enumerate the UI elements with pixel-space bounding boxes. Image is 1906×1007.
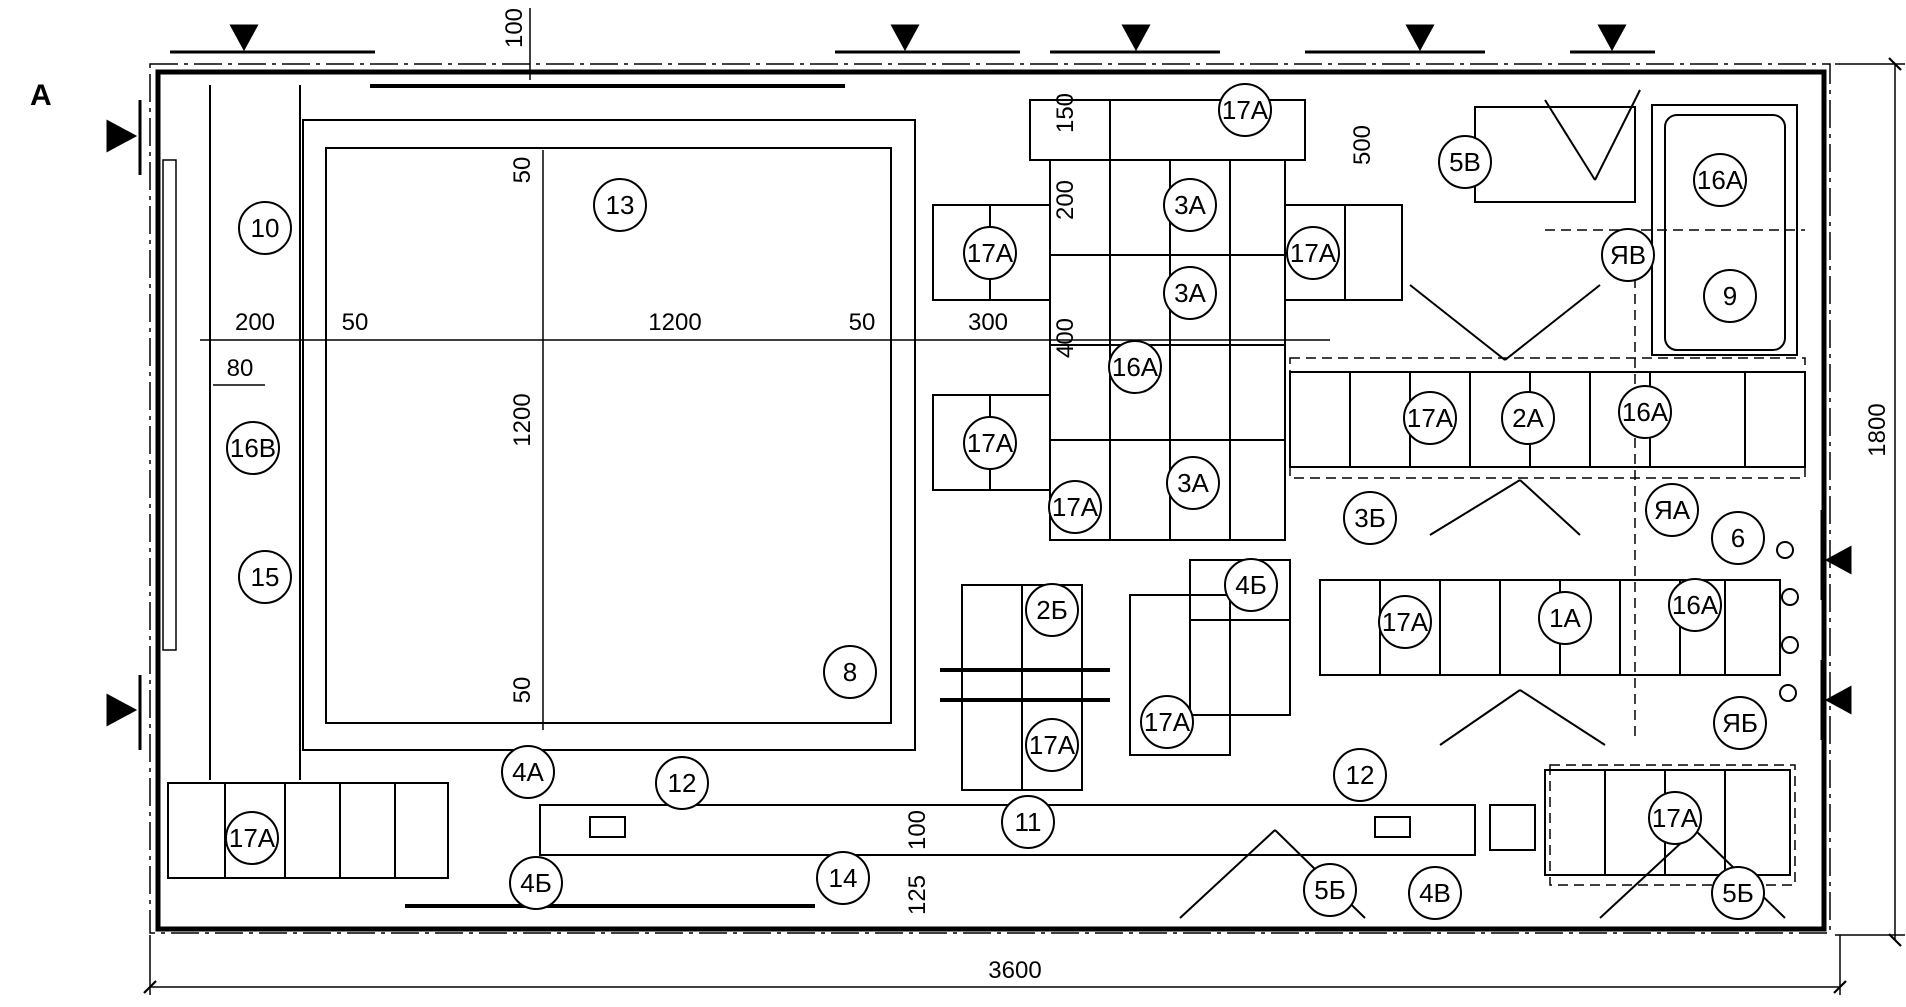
label-17a-c: 17А bbox=[1029, 730, 1076, 760]
building-outline bbox=[155, 69, 1827, 932]
label-3a-2: 3А bbox=[1174, 278, 1206, 308]
label-10: 10 bbox=[251, 213, 280, 243]
dim-pool-width: 1200 bbox=[648, 309, 701, 336]
axis-lines bbox=[149, 63, 1831, 934]
dim-mid-gap: 300 bbox=[968, 309, 1008, 336]
label-16a-row1: 16А bbox=[1672, 590, 1719, 620]
label-8: 8 bbox=[843, 657, 857, 687]
six-symbols bbox=[1776, 541, 1799, 702]
label-15: 15 bbox=[251, 562, 280, 592]
dimension-lines bbox=[143, 8, 1905, 995]
label-5v: 5В bbox=[1449, 147, 1481, 177]
label-13: 13 bbox=[606, 190, 635, 220]
label-3b: 3Б bbox=[1354, 503, 1386, 533]
dim-overall-width: 3600 bbox=[988, 957, 1041, 984]
label-17a-right-1: 17А bbox=[1290, 238, 1337, 268]
dim-125: 125 bbox=[904, 875, 931, 915]
label-12-left: 12 bbox=[668, 768, 697, 798]
label-4a: 4А bbox=[512, 757, 544, 787]
dim-bottom-50: 50 bbox=[509, 677, 536, 704]
label-17a-d: 17А bbox=[1144, 707, 1191, 737]
label-3a-1: 3А bbox=[1174, 190, 1206, 220]
label-16a-top-right: 16А bbox=[1697, 165, 1744, 195]
equipment-label-text: 10 13 8 9 11 12 12 14 15 16В 17А 3А 17А … bbox=[229, 95, 1758, 908]
label-17a-left-1: 17А bbox=[967, 238, 1014, 268]
label-6: 6 bbox=[1731, 523, 1745, 553]
label-16a-row2: 16А bbox=[1622, 397, 1669, 427]
label-5b-right: 5Б bbox=[1722, 878, 1754, 908]
dim-left-strip: 200 bbox=[235, 309, 275, 336]
label-1a: 1А bbox=[1549, 603, 1581, 633]
dim-top-50: 50 bbox=[509, 157, 536, 184]
section-markers bbox=[106, 24, 1852, 750]
dim-top-offset: 100 bbox=[501, 8, 528, 48]
equipment-labels bbox=[225, 83, 1767, 920]
label-yab: ЯБ bbox=[1722, 708, 1758, 738]
dim-100: 100 bbox=[904, 810, 931, 850]
label-14: 14 bbox=[829, 863, 858, 893]
label-2a: 2А bbox=[1512, 403, 1544, 433]
label-17a-bottom-left: 17А bbox=[1052, 492, 1099, 522]
dim-200: 200 bbox=[1052, 180, 1079, 220]
dim-500: 500 bbox=[1349, 125, 1376, 165]
label-17a-bottom-right: 17А bbox=[1652, 803, 1699, 833]
label-3a-3: 3А bbox=[1177, 468, 1209, 498]
dim-pool-height: 1200 bbox=[509, 393, 536, 446]
label-11: 11 bbox=[1015, 807, 1042, 837]
label-12-right: 12 bbox=[1346, 760, 1375, 790]
equipment-outlines bbox=[162, 84, 1806, 919]
label-17a-far-left: 17А bbox=[229, 823, 276, 853]
label-16v: 16В bbox=[230, 433, 276, 463]
label-17a-row1: 17А bbox=[1382, 607, 1429, 637]
label-4b-left: 4Б bbox=[520, 868, 552, 898]
dashed-outlines bbox=[1289, 229, 1806, 886]
dim-right-gap: 50 bbox=[849, 309, 876, 336]
dim-left-gap: 50 bbox=[342, 309, 369, 336]
label-yav: ЯВ bbox=[1610, 240, 1646, 270]
dim-400: 400 bbox=[1052, 318, 1079, 358]
sheet-letter: А bbox=[30, 79, 52, 112]
label-5b-mid: 5Б bbox=[1314, 875, 1346, 905]
label-yaa: ЯА bbox=[1654, 495, 1691, 525]
label-17a-left-2: 17А bbox=[967, 428, 1014, 458]
label-4v: 4В bbox=[1419, 878, 1451, 908]
label-16a-mid: 16А bbox=[1112, 352, 1159, 382]
label-9: 9 bbox=[1723, 281, 1737, 311]
label-17a-row2: 17А bbox=[1407, 403, 1454, 433]
dim-150: 150 bbox=[1052, 93, 1079, 133]
dim-overall-height: 1800 bbox=[1864, 403, 1891, 456]
label-17a-top: 17А bbox=[1222, 95, 1269, 125]
label-4b-right: 4Б bbox=[1235, 570, 1267, 600]
label-2b: 2Б bbox=[1036, 595, 1068, 625]
dim-80: 80 bbox=[227, 355, 254, 382]
